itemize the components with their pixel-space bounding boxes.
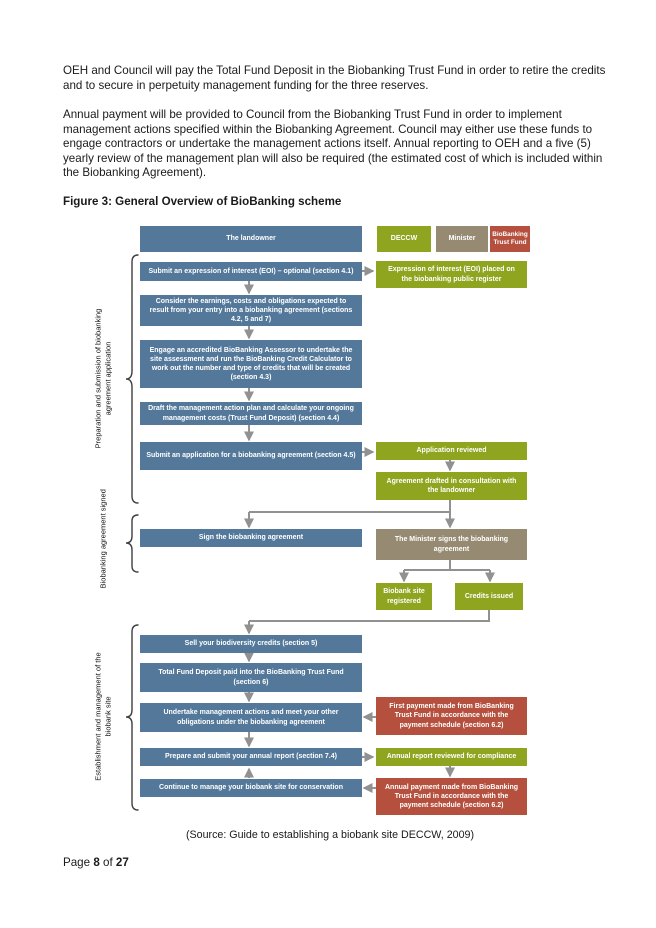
flow-node-minister-signs: The Minister signs the biobanking agreem… [376,529,527,560]
figure-title: Figure 3: General Overview of BioBanking… [63,195,342,208]
flow-node-application-reviewed: Application reviewed [376,442,527,460]
flow-node-agreement-drafted: Agreement drafted in consultation with t… [376,472,527,500]
flow-node-sign-agreement: Sign the biobanking agreement [140,529,362,547]
flow-node-consider: Consider the earnings, costs and obligat… [140,295,362,326]
flow-node-submit-application: Submit an application for a biobanking a… [140,442,362,470]
flow-node-annual-payment: Annual payment made from BioBanking Trus… [376,778,527,815]
footer-label: Page [63,856,91,869]
paragraph-1: OEH and Council will pay the Total Fund … [63,64,606,92]
flow-node-eoi-register: Expression of interest (EOI) placed on t… [376,261,527,288]
flow-node-minister: Minister [436,226,488,252]
footer-page-number: 8 [93,856,100,869]
flow-node-credits-issued: Credits issued [455,583,523,610]
flow-node-annual-report: Prepare and submit your annual report (s… [140,748,362,766]
flow-node-eoi: Submit an expression of interest (EOI) –… [140,262,362,281]
footer-of: of [103,856,113,869]
flow-node-engage: Engage an accredited BioBanking Assessor… [140,340,362,388]
figure-source: (Source: Guide to establishing a biobank… [185,829,475,841]
flow-node-continue-manage: Continue to manage your biobank site for… [140,779,362,797]
flow-node-site-registered: Biobank site registered [376,583,432,610]
page-footer: Page 8 of 27 [63,856,129,869]
section-label-establishment: Establishment and management of the biob… [93,652,113,781]
flow-node-deccw: DECCW [377,226,431,252]
flow-node-first-payment: First payment made from BioBanking Trust… [376,697,527,735]
flow-node-trust-fund: BioBanking Trust Fund [490,226,530,252]
flow-node-sell-credits: Sell your biodiversity credits (section … [140,635,362,653]
flow-node-landowner: The landowner [140,226,362,252]
footer-total-pages: 27 [115,856,129,869]
section-label-agreement-signed: Biobanking agreement signed [98,489,108,589]
paragraph-2: Annual payment will be provided to Counc… [63,108,603,180]
flow-node-report-reviewed: Annual report reviewed for compliance [376,748,527,766]
section-label-preparation: Preparation and submission of biobanking… [93,308,113,449]
flow-node-total-fund-deposit: Total Fund Deposit paid into the BioBank… [140,663,362,692]
flow-node-draft: Draft the management action plan and cal… [140,402,362,425]
flow-node-undertake: Undertake management actions and meet yo… [140,703,362,732]
